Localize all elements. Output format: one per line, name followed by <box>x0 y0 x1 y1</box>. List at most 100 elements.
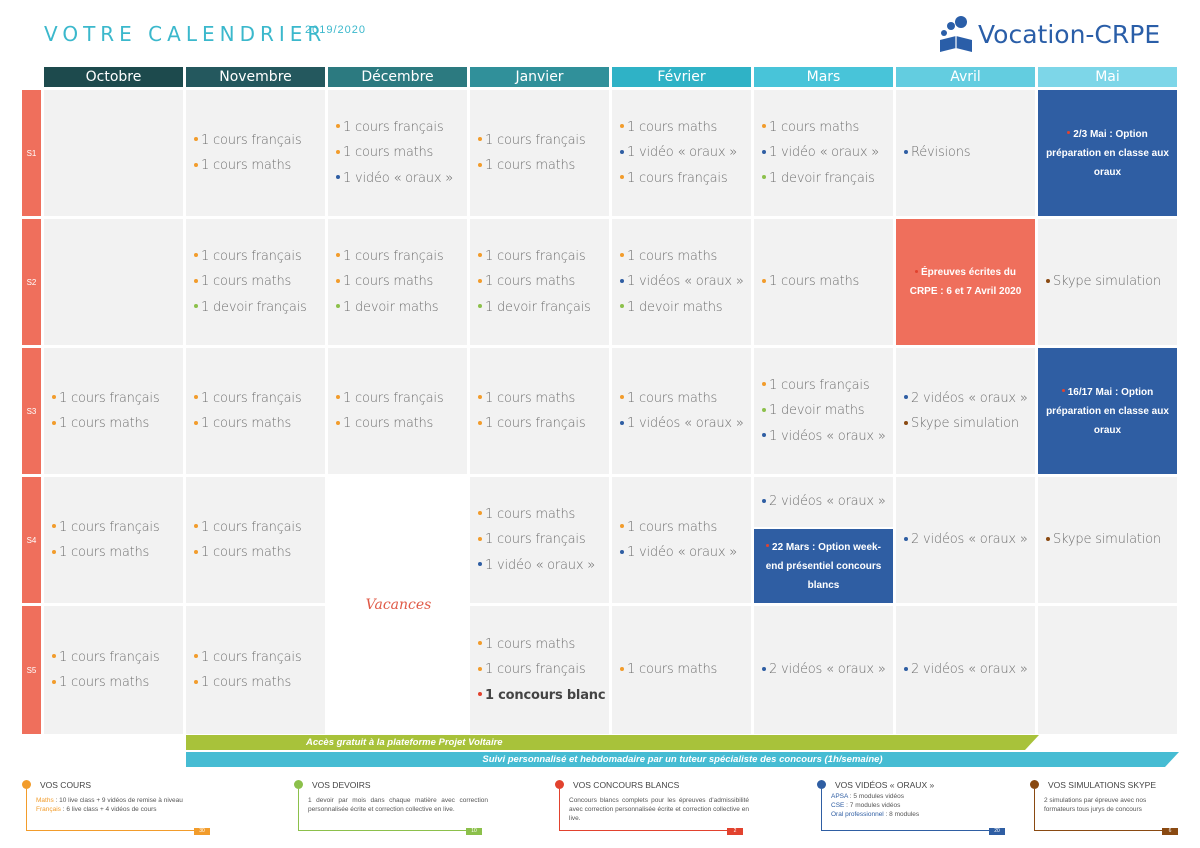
legend-dot <box>555 780 564 789</box>
list-item: 1 cours maths <box>52 670 183 696</box>
cell-s1-fevrier: 1 cours maths 1 vidéo « oraux » 1 cours … <box>612 90 751 216</box>
cell-s1-octobre <box>44 90 183 216</box>
list-item: 1 devoir français <box>194 295 325 321</box>
list-item: Skype simulation <box>904 411 1035 437</box>
list-item: 1 cours maths <box>762 269 893 295</box>
list-item: 1 devoir français <box>762 166 893 192</box>
list-item: 1 cours français <box>194 386 325 412</box>
legend-text: APSA : 5 modules vidéos CSE : 7 modules … <box>831 793 920 819</box>
cell-s2-mai: Skype simulation <box>1038 219 1177 345</box>
list-item: 1 cours français <box>478 244 609 270</box>
list-item: 1 cours maths <box>336 140 467 166</box>
legend-dot <box>817 780 826 789</box>
legend-title: VOS COURS <box>40 780 92 790</box>
cell-s1-avril: Révisions <box>896 90 1035 216</box>
legend-cours: VOS COURS Maths : 10 live class + 9 vidé… <box>22 780 222 836</box>
list-item: 1 cours français <box>478 527 609 553</box>
legend-text: 2 simulations par épreuve avec nos forma… <box>1044 797 1147 814</box>
legend-devoirs: VOS DEVOIRS 1 devoir par mois dans chaqu… <box>294 780 494 836</box>
cell-s4-mars: 2 vidéos « oraux » <box>754 477 893 527</box>
list-item: 1 cours maths <box>762 115 893 141</box>
legend-dot <box>22 780 31 789</box>
list-item: 1 cours maths <box>620 386 751 412</box>
list-item: 1 cours maths <box>620 244 751 270</box>
list-item: 1 cours français <box>194 128 325 154</box>
list-item: 1 vidéos « oraux » <box>762 424 893 450</box>
school-year: 2019/2020 <box>305 24 366 36</box>
list-item: 1 concours blanc <box>478 683 609 709</box>
list-item: 1 cours français <box>336 386 467 412</box>
banner-projet-voltaire: Accès gratuit à la plateforme Projet Vol… <box>186 735 1039 750</box>
list-item: 1 cours français <box>52 386 183 412</box>
month-header-fevrier: Février <box>612 67 751 87</box>
cell-s4-avril: 2 vidéos « oraux » <box>896 477 1035 603</box>
cell-s1-janvier: 1 cours français 1 cours maths <box>470 90 609 216</box>
cell-s2-decembre: 1 cours français 1 cours maths 1 devoir … <box>328 219 467 345</box>
list-item: 1 devoir maths <box>762 398 893 424</box>
legend-text: Concours blancs complets pour les épreuv… <box>569 797 749 823</box>
list-item: 1 cours français <box>478 128 609 154</box>
list-item: 1 cours maths <box>52 540 183 566</box>
cell-s2-novembre: 1 cours français 1 cours maths 1 devoir … <box>186 219 325 345</box>
row-label-s3: S3 <box>22 348 41 474</box>
list-item: 1 cours maths <box>194 540 325 566</box>
list-item: 1 cours maths <box>478 386 609 412</box>
list-item: Skype simulation <box>1046 527 1177 553</box>
cell-s4-janvier: 1 cours maths 1 cours français 1 vidéo «… <box>470 477 609 603</box>
list-item: 1 cours maths <box>194 411 325 437</box>
list-item: 1 cours maths <box>336 269 467 295</box>
cell-s3-fevrier: 1 cours maths 1 vidéos « oraux » <box>612 348 751 474</box>
cell-s3-octobre: 1 cours français 1 cours maths <box>44 348 183 474</box>
list-item: 1 cours français <box>52 515 183 541</box>
list-item: 1 cours maths <box>194 153 325 179</box>
legend-text: 1 devoir par mois dans chaque matière av… <box>308 797 488 814</box>
legend-count: 10 <box>466 828 482 835</box>
cell-s5-avril: 2 vidéos « oraux » <box>896 606 1035 734</box>
legend-videos: VOS VIDÉOS « ORAUX » APSA : 5 modules vi… <box>817 780 1017 836</box>
month-header-decembre: Décembre <box>328 67 467 87</box>
list-item: 2 vidéos « oraux » <box>762 657 893 683</box>
row-label-s5: S5 <box>22 606 41 734</box>
cell-s4-novembre: 1 cours français 1 cours maths <box>186 477 325 603</box>
cell-s4-octobre: 1 cours français 1 cours maths <box>44 477 183 603</box>
list-item: 2 vidéos « oraux » <box>904 657 1035 683</box>
cell-s4-fevrier: 1 cours maths 1 vidéo « oraux » <box>612 477 751 603</box>
list-item: 1 cours maths <box>620 115 751 141</box>
cell-s5-fevrier: 1 cours maths <box>612 606 751 734</box>
list-item: 1 cours français <box>336 115 467 141</box>
row-label-s1: S1 <box>22 90 41 216</box>
legend-dot <box>294 780 303 789</box>
legend-title: VOS SIMULATIONS SKYPE <box>1048 780 1157 790</box>
list-item: 1 vidéo « oraux » <box>336 166 467 192</box>
cell-s5-mai <box>1038 606 1177 734</box>
month-header-avril: Avril <box>896 67 1035 87</box>
highlight-s1-mai: 2/3 Mai : Option préparation en classe a… <box>1038 90 1177 216</box>
legend-dot <box>1030 780 1039 789</box>
list-item: 1 vidéo « oraux » <box>620 140 751 166</box>
legend-title: VOS VIDÉOS « ORAUX » <box>835 780 935 790</box>
month-header-novembre: Novembre <box>186 67 325 87</box>
list-item: 1 cours français <box>762 373 893 399</box>
legend-count: 2 <box>727 828 743 835</box>
list-item: 1 cours maths <box>336 411 467 437</box>
list-item: 1 vidéo « oraux » <box>620 540 751 566</box>
cell-s2-octobre <box>44 219 183 345</box>
list-item: 1 cours maths <box>620 515 751 541</box>
logo-text: Vocation-CRPE <box>978 20 1161 49</box>
legend-concours: VOS CONCOURS BLANCS Concours blancs comp… <box>555 780 755 836</box>
logo: Vocation-CRPE <box>936 14 1181 56</box>
legend-count: 20 <box>989 828 1005 835</box>
list-item: 1 cours maths <box>194 269 325 295</box>
list-item: 1 cours français <box>620 166 751 192</box>
cell-s5-octobre: 1 cours français 1 cours maths <box>44 606 183 734</box>
month-header-mars: Mars <box>754 67 893 87</box>
list-item: 1 cours français <box>478 657 609 683</box>
row-label-s2: S2 <box>22 219 41 345</box>
list-item: 1 vidéos « oraux » <box>620 411 751 437</box>
list-item: 1 devoir maths <box>336 295 467 321</box>
list-item: 1 vidéo « oraux » <box>478 553 609 579</box>
list-item: 2 vidéos « oraux » <box>904 386 1035 412</box>
cell-s5-janvier: 1 cours maths 1 cours français 1 concour… <box>470 606 609 734</box>
list-item: 1 cours maths <box>478 632 609 658</box>
cell-s2-fevrier: 1 cours maths 1 vidéos « oraux » 1 devoi… <box>612 219 751 345</box>
